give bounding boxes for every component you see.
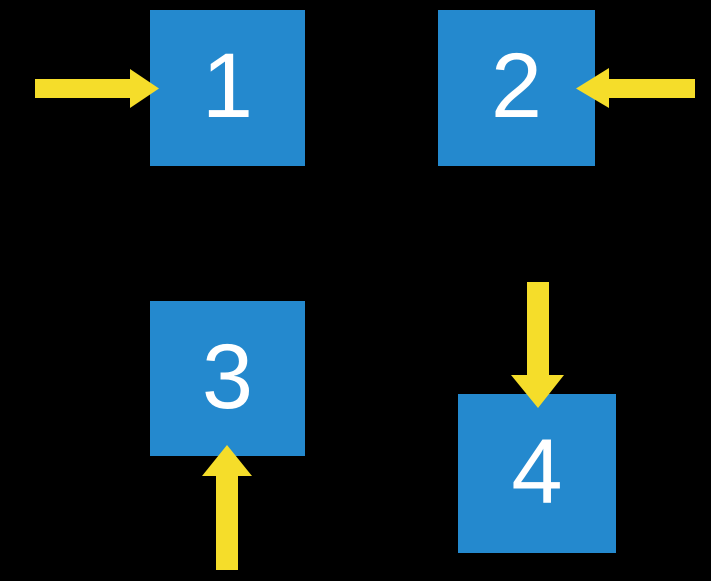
node-box-2[interactable]: 2	[438, 10, 595, 166]
node-box-1[interactable]: 1	[150, 10, 305, 166]
node-label-4: 4	[511, 420, 563, 523]
arrow-right-icon[interactable]	[35, 69, 159, 108]
node-box-4[interactable]: 4	[458, 394, 616, 553]
arrow-up-icon[interactable]	[202, 445, 252, 570]
node-label-3: 3	[201, 325, 254, 428]
arrow-down-icon[interactable]	[511, 282, 564, 408]
node-label-1: 1	[201, 35, 254, 137]
node-box-3[interactable]: 3	[150, 301, 305, 456]
node-label-2: 2	[490, 35, 543, 137]
